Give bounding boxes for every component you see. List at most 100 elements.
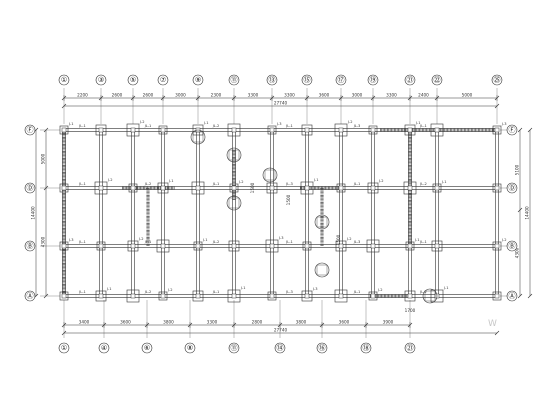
axis-bubble-top: ⑨ bbox=[195, 76, 201, 84]
column-square bbox=[98, 293, 104, 299]
pile-cap-circle bbox=[226, 147, 242, 163]
footing-square bbox=[127, 240, 139, 252]
column-square bbox=[61, 293, 67, 299]
axis-bubble-top-circle bbox=[95, 74, 107, 86]
footing-square bbox=[367, 182, 379, 194]
column-square bbox=[434, 185, 440, 191]
axis-bubble-right-circle bbox=[506, 240, 518, 252]
footing-label: J-2 bbox=[167, 288, 173, 292]
footing-label: J-3 bbox=[278, 236, 284, 240]
column-square bbox=[98, 127, 104, 133]
beam-label: JL-1 bbox=[144, 240, 152, 244]
column-square bbox=[160, 293, 166, 299]
column-square bbox=[304, 185, 310, 191]
axis-bubble-top-circle bbox=[301, 74, 313, 86]
top_dims-value: 2300 bbox=[211, 93, 222, 98]
axis-bubble-top: ㉕ bbox=[494, 76, 501, 84]
top_dims-value: 2600 bbox=[112, 93, 123, 98]
axis-bubble-bottom-circle bbox=[274, 342, 286, 354]
watermark-text: W bbox=[488, 319, 497, 329]
axis-bubble-right-circle bbox=[506, 124, 518, 136]
bottom_dims-value: 3800 bbox=[163, 320, 174, 325]
bottom_dims-value: 3800 bbox=[296, 320, 307, 325]
right_total_wrap-tick bbox=[527, 127, 533, 133]
footing-square bbox=[430, 123, 444, 137]
axis-bubble-top: ⑦ bbox=[160, 76, 166, 84]
footing-label: J-1 bbox=[414, 238, 420, 242]
footing-label: J-1 bbox=[68, 122, 74, 126]
footing-square bbox=[157, 182, 169, 194]
column-square bbox=[130, 185, 136, 191]
footing-label: J-1 bbox=[168, 179, 174, 183]
axis-bubble-bottom: ⑭ bbox=[277, 344, 284, 352]
footing-square bbox=[227, 289, 241, 303]
axis-bubble-top: ③ bbox=[98, 76, 104, 84]
axis-bubble-top: ㉑ bbox=[407, 76, 414, 84]
footing-label: J-1 bbox=[202, 238, 208, 242]
bottom_dims-value: 2800 bbox=[252, 320, 263, 325]
column-square bbox=[195, 243, 201, 249]
top_dims-value: 3600 bbox=[319, 93, 330, 98]
top-total-value: 27740 bbox=[274, 101, 288, 106]
axis-bubble-top-circle bbox=[367, 74, 379, 86]
footing-square bbox=[405, 241, 415, 251]
beam-label: JL-1 bbox=[353, 290, 361, 294]
right_dims-tick bbox=[517, 127, 523, 133]
top_dims-value: 3300 bbox=[386, 93, 397, 98]
axis-bubble-bottom-circle bbox=[228, 342, 240, 354]
right_total_wrap-tick bbox=[527, 293, 533, 299]
footing-square bbox=[430, 289, 444, 303]
footing-square bbox=[302, 241, 312, 251]
footing-label: J-3 bbox=[276, 122, 282, 126]
column-square bbox=[160, 243, 166, 249]
column-square bbox=[494, 243, 500, 249]
column-square bbox=[338, 293, 344, 299]
column-square bbox=[269, 185, 275, 191]
footing-label: J-2 bbox=[107, 178, 113, 182]
beam-label: JL-1 bbox=[212, 182, 220, 186]
beam-label: JL-2 bbox=[144, 182, 152, 186]
column-square bbox=[338, 243, 344, 249]
footing-label: J-2 bbox=[139, 120, 145, 124]
axis-bubble-bottom: ⑪ bbox=[231, 344, 238, 352]
top_dims-value: 2400 bbox=[418, 93, 429, 98]
axis-bubble-bottom-circle bbox=[58, 342, 70, 354]
column-footings bbox=[59, 123, 502, 304]
axis-bubble-top: ⑲ bbox=[370, 76, 377, 84]
column-square bbox=[61, 185, 67, 191]
pile-cap-square bbox=[316, 216, 328, 228]
footing-label: J-2 bbox=[501, 238, 507, 242]
column-square bbox=[231, 293, 237, 299]
axis-bubble-top-circle bbox=[431, 74, 443, 86]
footing-label: J-1 bbox=[441, 180, 447, 184]
footing-square bbox=[228, 240, 240, 252]
footing-square bbox=[94, 181, 108, 195]
footing-square bbox=[492, 241, 502, 251]
axis-bubble-left-circle bbox=[24, 240, 36, 252]
beam-label: JL-3 bbox=[285, 182, 293, 186]
axis-bubble-bottom: ⑥ bbox=[144, 344, 150, 352]
footing-label: J-2 bbox=[377, 288, 383, 292]
pile-cap-circle bbox=[422, 288, 438, 304]
axis-bubble-right: Ⓕ bbox=[509, 126, 516, 134]
footing-square bbox=[267, 291, 277, 301]
footing-square bbox=[301, 290, 313, 302]
beam-label: JL-2 bbox=[419, 182, 427, 186]
axis-bubble-top-circle bbox=[266, 74, 278, 86]
left_dims-value: 5000 bbox=[41, 153, 46, 164]
axis-bubble-top-circle bbox=[404, 74, 416, 86]
beam-label: JL-1 bbox=[353, 182, 361, 186]
column-square bbox=[61, 243, 67, 249]
pile-cap-square bbox=[228, 197, 240, 209]
inner-dim: 1500 bbox=[336, 234, 341, 245]
axis-bubble-top: ⑬ bbox=[269, 76, 276, 84]
right_dims-value: 4300 bbox=[515, 247, 520, 258]
axis-bubble-top-circle bbox=[58, 74, 70, 86]
axis-bubble-bottom-circle bbox=[184, 342, 196, 354]
footing-square bbox=[432, 183, 442, 193]
footing-square bbox=[95, 124, 107, 136]
footing-square bbox=[193, 241, 203, 251]
footing-square bbox=[366, 239, 380, 253]
